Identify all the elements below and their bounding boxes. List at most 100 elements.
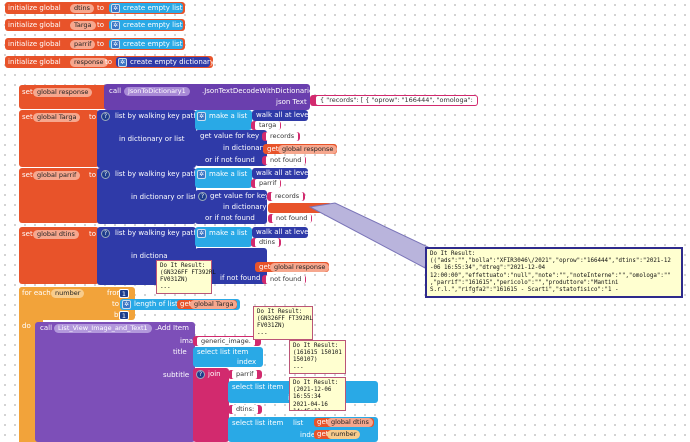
in-dictionary-label: in dictionary <box>223 203 267 211</box>
get-value-key-block-parrif[interactable]: ? get value for key in dictionary or if … <box>195 190 269 224</box>
set-label: set <box>22 88 33 96</box>
json-text-field[interactable]: { "records": [ { "oprow": "166444", "omo… <box>316 96 477 105</box>
length-of-list-block[interactable]: ✲ length of list get global Targa <box>120 299 240 310</box>
gear-icon[interactable]: ✲ <box>197 112 206 121</box>
var-name-field[interactable]: dtins <box>70 3 94 13</box>
text-field[interactable]: not found <box>266 156 306 165</box>
call-add-item-block[interactable]: call List_View_Image_and_Text1 .Add Item… <box>35 322 202 442</box>
var-dropdown[interactable]: number <box>327 430 361 439</box>
join-block[interactable]: ? join <box>193 368 229 442</box>
set-parrif-block[interactable]: set global parrif to <box>19 168 99 223</box>
text-notfound-block-targa[interactable]: not found <box>262 156 306 165</box>
do-label: do <box>22 322 31 330</box>
text-parrif-subtitle[interactable]: parrif <box>228 370 262 379</box>
set-targa-block[interactable]: set global Targa to <box>19 110 99 167</box>
init-targa-block[interactable]: initialize global Targa to ✲ create empt… <box>5 19 185 31</box>
var-dropdown[interactable]: global dtins <box>327 418 373 427</box>
text-dtins-subtitle[interactable]: dtins: <box>228 405 262 414</box>
call-json-decode-block[interactable]: call JsonToDictionary1 .JsonTextDecodeWi… <box>104 84 317 110</box>
help-icon[interactable]: ? <box>101 229 110 238</box>
create-empty-list-block[interactable]: ✲ create empty list <box>109 20 183 30</box>
help-icon[interactable]: ? <box>198 192 207 201</box>
init-dtins-block[interactable]: initialize global dtins to ✲ create empt… <box>5 2 185 14</box>
for-each-header[interactable]: for each number from to by do <box>19 287 135 330</box>
create-empty-list-block[interactable]: ✲ create empty list <box>109 39 183 49</box>
in-dict-or-list-label: in dictionary or list <box>119 135 185 143</box>
make-list-block-targa[interactable]: ✲ make a list <box>195 110 252 130</box>
text-dtins-block[interactable]: dtins <box>251 238 281 247</box>
text-image-block[interactable]: generic_image. <box>193 336 261 346</box>
get-value-key-block-targa[interactable]: get value for key in dictionary or if no… <box>195 130 267 166</box>
get-response-block-parrif[interactable] <box>268 203 332 213</box>
text-field[interactable]: parrif <box>232 370 258 379</box>
walk-all-level-block-targa[interactable]: walk all at level <box>252 110 311 121</box>
var-name-field[interactable]: response <box>70 57 108 67</box>
var-dropdown[interactable]: global response <box>270 262 330 272</box>
from-label: from <box>107 289 124 297</box>
gear-icon[interactable]: ✲ <box>122 300 131 309</box>
by-number[interactable]: 1 <box>119 311 129 320</box>
walk-key-path-block-targa[interactable]: ? list by walking key path in dictionary… <box>97 110 198 168</box>
var-dropdown[interactable]: global Targa <box>33 112 81 122</box>
text-field[interactable]: parrif <box>255 179 281 188</box>
text-field[interactable]: targa <box>255 121 281 130</box>
from-number[interactable]: 1 <box>119 289 129 298</box>
text-notfound-block-dtins[interactable]: not found <box>262 275 306 284</box>
init-parrif-block[interactable]: initialize global parrif to ✲ create emp… <box>5 38 185 50</box>
create-empty-list-block[interactable]: ✲ create empty list <box>109 3 183 13</box>
gear-icon[interactable]: ✲ <box>111 3 120 13</box>
set-dtins-block[interactable]: set global dtins to <box>19 227 99 284</box>
loop-var-field[interactable]: number <box>51 288 85 298</box>
var-dropdown[interactable]: global parrif <box>33 170 81 180</box>
get-response-block-targa[interactable]: get global response <box>263 144 338 154</box>
component-dropdown[interactable]: JsonToDictionary1 <box>124 86 190 96</box>
create-empty-dictionary-block[interactable]: ✲ create empty dictionary <box>116 57 214 67</box>
text-field[interactable]: records <box>266 132 299 141</box>
make-list-block-dtins[interactable]: ✲ make a list <box>195 227 252 247</box>
gear-icon[interactable]: ✲ <box>111 20 120 30</box>
json-text-block[interactable]: { "records": [ { "oprow": "166444", "omo… <box>310 95 478 106</box>
get-response-block-dtins[interactable]: get global response <box>255 262 330 272</box>
text-targa-block[interactable]: targa <box>251 121 281 130</box>
in-dictionary-label: in dictionary <box>223 144 267 152</box>
text-field[interactable]: dtins: <box>232 405 259 414</box>
set-response-block[interactable]: set global response to <box>19 85 119 109</box>
make-list-block-parrif[interactable]: ✲ make a list <box>195 168 252 188</box>
var-dropdown[interactable]: global response <box>33 87 93 97</box>
gear-icon[interactable]: ✲ <box>118 57 127 67</box>
var-dropdown[interactable]: global response <box>278 144 338 154</box>
get-global-dtins-block[interactable]: get global dtins <box>314 418 374 427</box>
text-field[interactable]: not found <box>266 275 306 284</box>
help-icon[interactable]: ? <box>196 370 205 379</box>
select-list-item-title[interactable]: select list item index <box>193 347 263 367</box>
gear-icon[interactable]: ✲ <box>197 170 206 179</box>
help-icon[interactable]: ? <box>101 170 110 179</box>
init-response-block[interactable]: initialize global response to ✲ create e… <box>5 56 214 68</box>
text-notfound-block-parrif[interactable]: not found <box>268 214 312 223</box>
set-label: set <box>22 171 33 179</box>
walk-key-path-block-parrif[interactable]: ? list by walking key path in dictionary… <box>97 168 198 224</box>
select-list-item-subtitle-2[interactable]: select list item list index get global d… <box>228 417 378 442</box>
text-field[interactable]: not found <box>272 214 312 223</box>
get-targa-block[interactable]: get global Targa <box>177 300 238 309</box>
create-empty-dictionary-label: create empty dictionary <box>130 58 215 66</box>
text-records-block-parrif[interactable]: records <box>267 192 305 201</box>
subtitle-label: subtitle <box>163 371 190 379</box>
text-field[interactable]: dtins <box>255 238 279 247</box>
text-records-block-targa[interactable]: records <box>262 132 300 141</box>
gear-icon[interactable]: ✲ <box>111 39 120 49</box>
walk-all-level-block-parrif[interactable]: walk all at level <box>252 168 311 179</box>
help-icon[interactable]: ? <box>101 112 110 121</box>
var-dropdown[interactable]: global dtins <box>33 229 79 239</box>
walk-all-level-block-dtins[interactable]: walk all at level <box>252 227 311 238</box>
gear-icon[interactable]: ✲ <box>197 229 206 238</box>
text-field[interactable]: records <box>271 192 304 201</box>
var-name-field[interactable]: Targa <box>70 20 96 30</box>
var-dropdown[interactable]: global Targa <box>190 300 238 309</box>
get-number-block[interactable]: get number <box>314 430 361 439</box>
text-parrif-block[interactable]: parrif <box>251 179 281 188</box>
text-field[interactable]: generic_image. <box>197 336 255 346</box>
in-dict-or-list-label: in dictiona <box>131 252 168 260</box>
component-dropdown[interactable]: List_View_Image_and_Text1 <box>54 323 152 333</box>
var-name-field[interactable]: parrif <box>70 39 96 49</box>
